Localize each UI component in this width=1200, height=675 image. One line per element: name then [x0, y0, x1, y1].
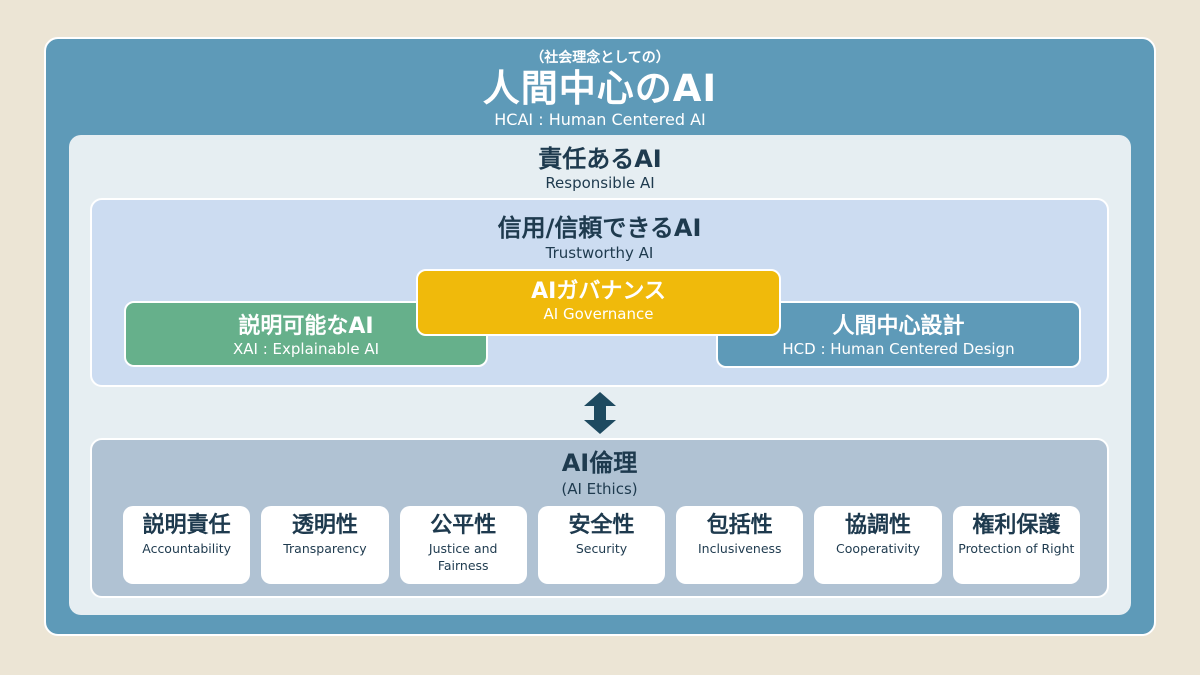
ethics-card-security: 安全性 Security: [537, 506, 666, 584]
ethics-card-cooperativity: 協調性 Cooperativity: [814, 506, 942, 584]
xai-subtitle: XAI : Explainable AI: [232, 340, 380, 358]
ethics-card-transparency: 透明性 Transparency: [261, 506, 389, 584]
ethics-card-subtitle: Protection of Right: [958, 541, 1075, 556]
ethics-card-title: 協調性: [845, 513, 912, 538]
ai-governance-box: AIガバナンス AI Governance: [416, 269, 781, 336]
trustworthy-ai-title: 信用/信頼できるAI: [497, 214, 702, 242]
ethics-card-subtitle: Transparency: [283, 541, 367, 556]
hcd-box: 人間中心設計 HCD : Human Centered Design: [716, 301, 1081, 368]
ethics-card-subtitle: Accountability: [142, 541, 232, 556]
hcai-paren-label: （社会理念としての）: [530, 50, 670, 66]
responsible-ai-subtitle: Responsible AI: [545, 174, 655, 192]
ai-ethics-subtitle: (AI Ethics): [561, 480, 638, 498]
ethics-card-title: 説明責任: [142, 513, 231, 538]
hcd-subtitle: HCD : Human Centered Design: [782, 340, 1015, 358]
ethics-card-accountability: 説明責任 Accountability: [123, 506, 251, 584]
hcai-subtitle: HCAI : Human Centered AI: [494, 110, 706, 129]
ai-ethics-title: AI倫理: [561, 449, 638, 477]
xai-title: 説明可能なAI: [238, 314, 374, 339]
double-vertical-arrow-icon: [584, 392, 616, 434]
ethics-card-title: 権利保護: [972, 513, 1061, 538]
trustworthy-ai-subtitle: Trustworthy AI: [545, 244, 654, 262]
ai-governance-subtitle: AI Governance: [543, 305, 654, 323]
ethics-card-subtitle: Security: [575, 541, 628, 556]
ai-governance-title: AIガバナンス: [531, 279, 666, 304]
hcd-title: 人間中心設計: [832, 314, 965, 339]
ethics-card-title: 透明性: [291, 513, 358, 538]
ethics-card-subtitle: Cooperativity: [836, 541, 921, 556]
ethics-card-title: 公平性: [430, 513, 497, 538]
ethics-card-fairness: 公平性 Justice and Fairness: [399, 506, 527, 584]
responsible-ai-title: 責任あるAI: [538, 145, 662, 173]
ethics-principles-list: 説明責任 Accountability 透明性 Transparency 公平性…: [123, 506, 1080, 584]
hcai-title: 人間中心のAI: [482, 67, 718, 110]
ethics-card-inclusiveness: 包括性 Inclusiveness: [676, 506, 804, 584]
ethics-card-subtitle: Justice and Fairness: [428, 541, 498, 573]
ethics-card-title: 包括性: [706, 513, 773, 538]
ethics-card-title: 安全性: [568, 513, 635, 538]
ethics-card-protection-of-right: 権利保護 Protection of Right: [952, 506, 1080, 584]
ethics-card-subtitle: Inclusiveness: [697, 541, 782, 556]
